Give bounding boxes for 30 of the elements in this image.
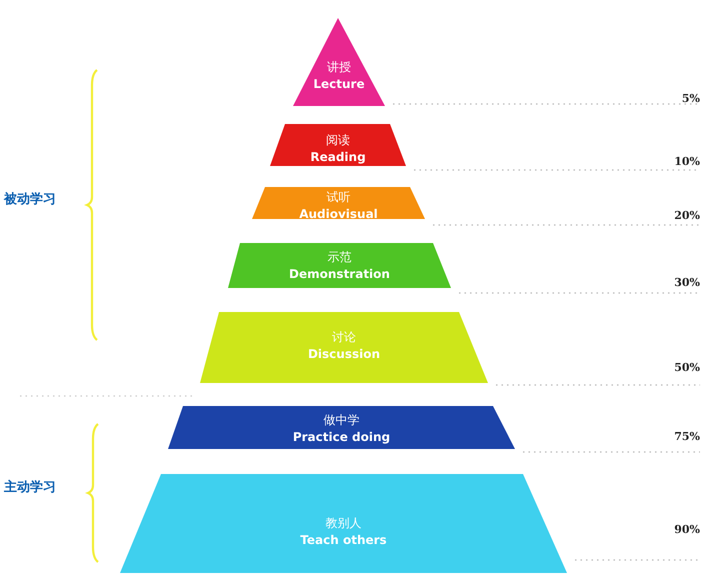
chinese-label: 示范: [326, 250, 352, 265]
percentage-label: 75%: [674, 430, 700, 443]
english-label: Audiovisual: [298, 207, 379, 222]
chinese-label: 讨论: [331, 330, 357, 345]
english-label: Teach others: [299, 533, 388, 548]
pyramid-top-triangle: [293, 18, 385, 106]
percentage-label: 10%: [674, 155, 700, 168]
chinese-label: 阅读: [325, 133, 351, 148]
english-label: Discussion: [306, 347, 382, 362]
english-label: Reading: [309, 150, 367, 165]
percentage-label: 50%: [674, 361, 700, 374]
pyramid-tier: [228, 243, 451, 288]
pyramid-tier: [270, 124, 406, 166]
chinese-label: 做中学: [322, 413, 360, 428]
chinese-label: 试听: [326, 190, 352, 205]
english-label: Practice doing: [292, 430, 392, 445]
percentage-label: 5%: [682, 92, 700, 105]
percentage-label: 30%: [674, 276, 700, 289]
pyramid-tier: [252, 187, 425, 219]
group-label: 主动学习: [4, 478, 56, 496]
chinese-label: 教别人: [324, 516, 362, 531]
pyramid-tier: [200, 312, 488, 383]
pyramid-tier: [120, 474, 567, 573]
percentage-label: 20%: [674, 209, 700, 222]
chinese-label: 讲授: [326, 60, 352, 75]
group-label: 被动学习: [4, 191, 56, 208]
pyramid-tier: [168, 406, 515, 449]
english-label: Demonstration: [288, 267, 391, 282]
percentage-label: 90%: [674, 523, 700, 536]
english-label: Lecture: [312, 77, 366, 92]
